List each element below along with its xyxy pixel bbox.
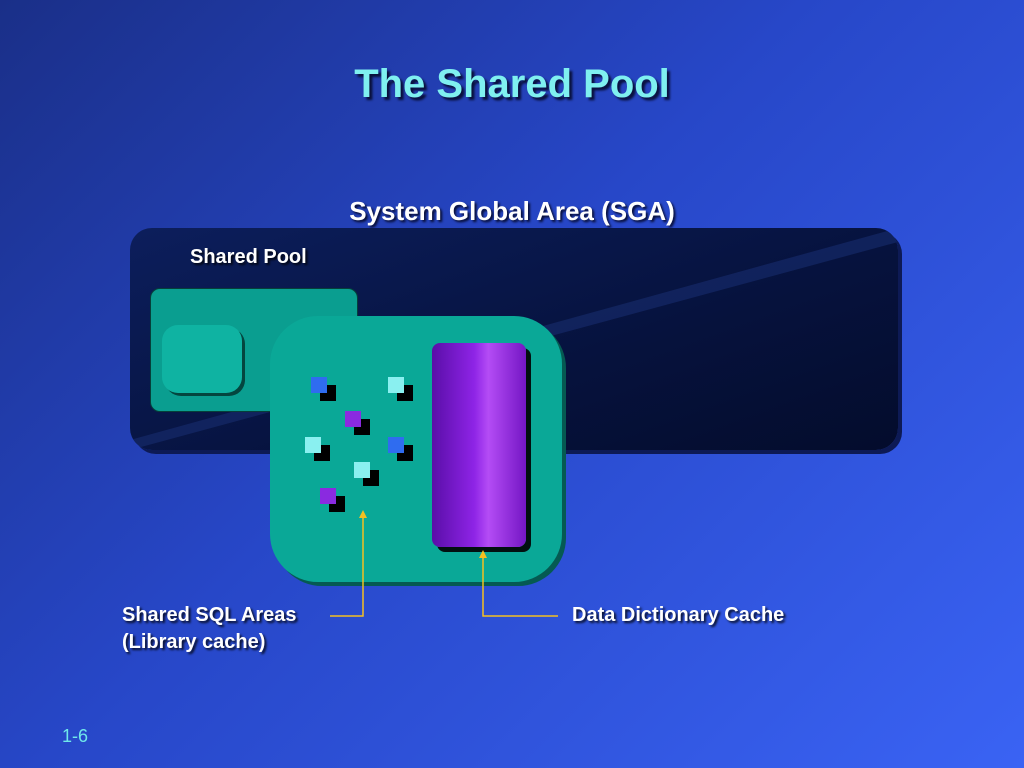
shared-pool-label: Shared Pool: [190, 246, 307, 268]
dictionary-cache-caption: Data Dictionary Cache: [572, 604, 785, 626]
shared-pool-inner-block: [162, 325, 242, 393]
sql-area-square: [311, 377, 327, 393]
sql-area-square: [388, 377, 404, 393]
library-cache-connector: [330, 518, 364, 617]
sql-area-square: [320, 488, 336, 504]
library-cache-caption: Shared SQL Areas (Library cache): [122, 602, 297, 656]
page-number: 1-6: [62, 726, 89, 746]
sql-area-square: [345, 411, 361, 427]
slide-title: The Shared Pool: [354, 62, 670, 106]
library-cache-caption-line2: (Library cache): [122, 631, 266, 653]
sga-title: System Global Area (SGA): [349, 196, 675, 226]
library-cache-arrowhead: [359, 510, 367, 518]
sql-area-square: [388, 437, 404, 453]
dictionary-cache-cylinder: [432, 343, 526, 547]
sql-area-square: [354, 462, 370, 478]
dictionary-cache-arrowhead: [479, 550, 487, 558]
sql-area-square: [305, 437, 321, 453]
library-cache-caption-line1: Shared SQL Areas: [122, 604, 297, 626]
dictionary-cache-connector: [482, 558, 558, 617]
